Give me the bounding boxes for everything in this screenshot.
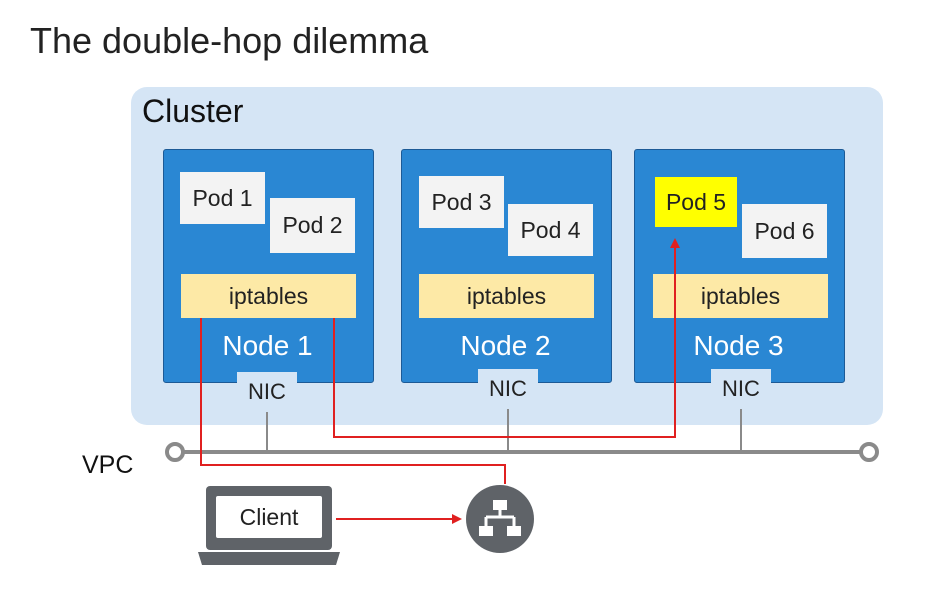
pod-6: Pod 6 — [742, 204, 827, 258]
nic-node-1: NIC — [237, 372, 297, 412]
vpc-left-endpoint — [165, 442, 185, 462]
pod-2: Pod 2 — [270, 198, 355, 253]
vpc-label: VPC — [82, 451, 134, 479]
traffic-path-node1-to-pod5 — [333, 238, 680, 438]
pod-5: Pod 5 — [655, 177, 737, 227]
load-balancer-icon — [466, 485, 534, 553]
iptables-node-3: iptables — [653, 274, 828, 318]
nic-node-2: NIC — [478, 369, 538, 409]
node-1-label: Node 1 — [222, 330, 313, 361]
diagram-title: The double-hop dilemma — [30, 20, 429, 61]
iptables-node-2: iptables — [419, 274, 594, 318]
pod-1: Pod 1 — [180, 172, 265, 224]
vpc-right-endpoint — [859, 442, 879, 462]
node-3-label: Node 3 — [693, 330, 784, 361]
pod-4: Pod 4 — [508, 204, 593, 256]
iptables-node-1: iptables — [181, 274, 356, 318]
cluster-label: Cluster — [142, 93, 244, 129]
pod-3: Pod 3 — [419, 176, 504, 228]
traffic-path-lb-to-node1 — [200, 318, 506, 484]
nic-node-3: NIC — [711, 369, 771, 409]
node-2-label: Node 2 — [460, 330, 551, 361]
client-label: Client — [216, 496, 322, 538]
